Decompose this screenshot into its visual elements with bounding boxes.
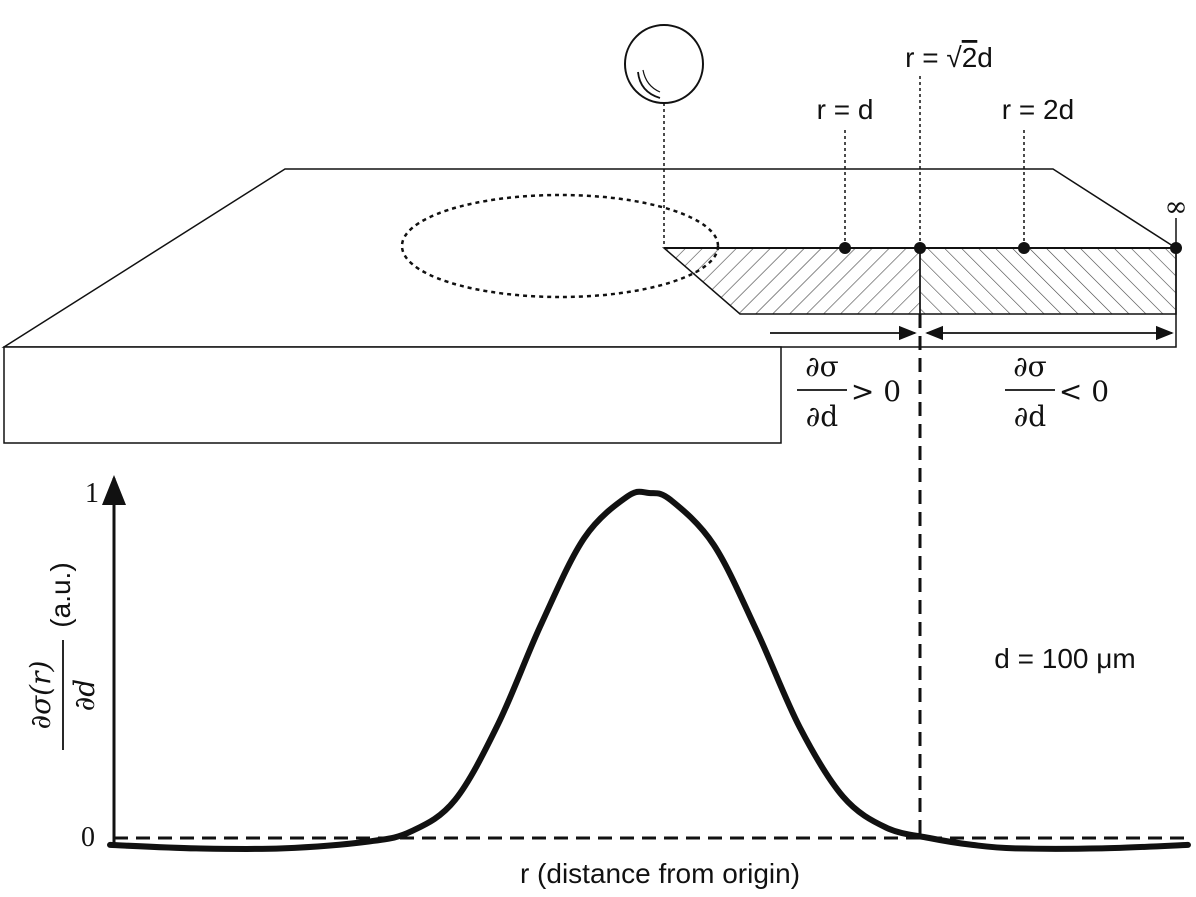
d-value-label: d = 100 μm bbox=[994, 643, 1135, 674]
svg-text:> 0: > 0 bbox=[851, 375, 901, 408]
sphere-icon bbox=[624, 24, 704, 104]
dotted-ellipse bbox=[400, 193, 720, 299]
hatched-region-right bbox=[919, 247, 1177, 315]
label-r-2d: r = 2d bbox=[1002, 94, 1074, 125]
svg-text:∂σ(r): ∂σ(r) bbox=[24, 661, 57, 730]
y-axis-label: ∂σ(r) ∂d (a.u.) bbox=[24, 562, 101, 750]
label-infinity: ∞ bbox=[1164, 190, 1187, 223]
negative-derivative-label: ∂σ ∂d < 0 bbox=[1005, 350, 1109, 433]
derivative-curve bbox=[107, 488, 1191, 853]
label-r-sqrt2d: r = √2d bbox=[905, 42, 993, 73]
ytick-1: 1 bbox=[85, 478, 99, 509]
svg-text:∂d: ∂d bbox=[806, 400, 838, 433]
svg-text:∂σ: ∂σ bbox=[1013, 350, 1047, 383]
hatched-section bbox=[661, 247, 1177, 315]
plot-area: 1 0 ∂σ(r) ∂d (a.u.) r (distance from ori… bbox=[24, 475, 1191, 889]
svg-text:(a.u.): (a.u.) bbox=[45, 562, 76, 627]
svg-text:∂d: ∂d bbox=[1014, 400, 1046, 433]
point-r-sqrt2d bbox=[914, 242, 926, 254]
ytick-0: 0 bbox=[81, 822, 95, 853]
point-infinity bbox=[1170, 242, 1182, 254]
x-axis-label: r (distance from origin) bbox=[520, 858, 800, 889]
point-r-2d bbox=[1018, 242, 1030, 254]
svg-text:< 0: < 0 bbox=[1059, 375, 1109, 408]
label-r-d: r = d bbox=[817, 94, 874, 125]
svg-text:∂σ: ∂σ bbox=[805, 350, 839, 383]
point-r-d bbox=[839, 242, 851, 254]
positive-derivative-label: ∂σ ∂d > 0 bbox=[797, 350, 901, 433]
slab bbox=[1, 168, 1177, 444]
slab-front-face bbox=[3, 346, 782, 444]
svg-text:∂d: ∂d bbox=[68, 679, 101, 711]
